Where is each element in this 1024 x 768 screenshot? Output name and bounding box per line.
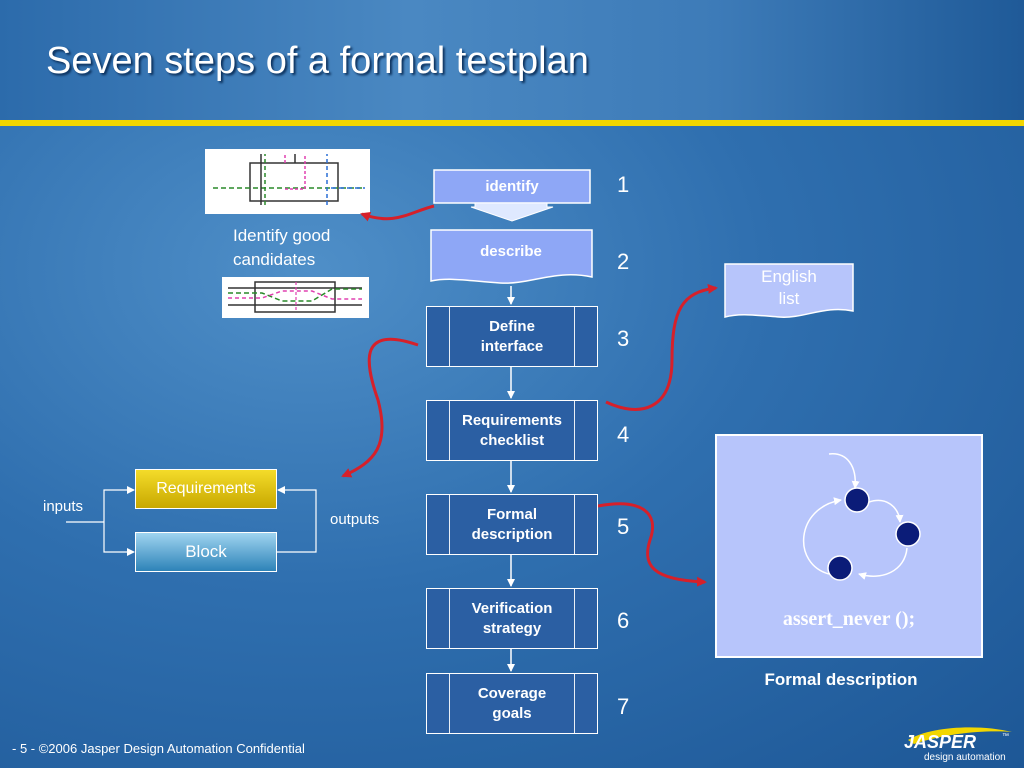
jasper-logo: JASPER ™ design automation	[904, 727, 1012, 763]
state-node-top	[844, 487, 870, 513]
assert-code: assert_never ();	[782, 608, 916, 630]
svg-text:JASPER: JASPER	[904, 732, 976, 752]
step-formal-description-label: Formal description	[471, 505, 553, 543]
step-number-1: 1	[617, 172, 630, 197]
step-requirements-checklist[interactable]: Requirements checklist	[426, 400, 598, 461]
step-number-3: 3	[617, 326, 630, 351]
step-formal-description[interactable]: Formal description	[426, 494, 598, 555]
outputs-label: outputs	[330, 511, 380, 528]
step-identify[interactable]: identify	[434, 170, 590, 203]
slide-title: Seven steps of a formal testplan	[46, 40, 589, 82]
describe-document-shape	[430, 229, 593, 284]
title-divider	[0, 120, 1024, 126]
requirements-box[interactable]: Requirements	[135, 469, 277, 509]
requirements-box-label: Requirements	[156, 480, 256, 497]
step-define-interface[interactable]: Define interface	[426, 306, 598, 367]
step-verification-strategy[interactable]: Verification strategy	[426, 588, 598, 649]
step-coverage-goals-label: Coverage goals	[477, 684, 547, 722]
step-verification-strategy-label: Verification strategy	[471, 599, 553, 637]
english-list-label: English list	[761, 267, 817, 308]
step-number-4: 4	[617, 422, 630, 447]
block-box[interactable]: Block	[135, 532, 277, 572]
state-machine-diagram	[803, 453, 921, 581]
identify-candidates-note: Identify good candidates	[233, 226, 331, 269]
svg-text:design automation: design automation	[924, 752, 1006, 763]
english-list-document-shape	[724, 263, 854, 318]
title-bar: Seven steps of a formal testplan	[0, 0, 1024, 122]
thumbnail-diagram-top	[205, 149, 370, 214]
formal-description-panel: assert_never ();	[715, 434, 983, 658]
identify-arrow-shape	[433, 169, 591, 222]
step-number-5: 5	[617, 514, 630, 539]
step-describe[interactable]: describe	[431, 230, 591, 278]
step-describe-label: describe	[480, 242, 542, 260]
state-node-right	[895, 521, 921, 547]
formal-description-caption: Formal description	[764, 670, 918, 689]
block-box-label: Block	[185, 542, 227, 561]
step-number-7: 7	[617, 694, 630, 719]
step-identify-label: identify	[485, 178, 539, 195]
thumbnail-diagram-bottom	[222, 277, 369, 318]
footer-text: - 5 - ©2006 Jasper Design Automation Con…	[12, 741, 305, 756]
red-connector-english-list	[605, 283, 718, 411]
step-coverage-goals[interactable]: Coverage goals	[426, 673, 598, 734]
red-connector-define-interface	[341, 337, 419, 478]
step-number-2: 2	[617, 249, 630, 274]
state-node-left	[827, 555, 853, 581]
step-requirements-checklist-label: Requirements checklist	[461, 411, 563, 449]
step-number-6: 6	[617, 608, 630, 633]
inputs-label: inputs	[43, 498, 84, 515]
red-connector-identify	[360, 204, 435, 222]
step-define-interface-label: Define interface	[480, 317, 544, 355]
svg-text:™: ™	[1002, 733, 1009, 740]
red-connector-formal-description	[597, 502, 707, 587]
